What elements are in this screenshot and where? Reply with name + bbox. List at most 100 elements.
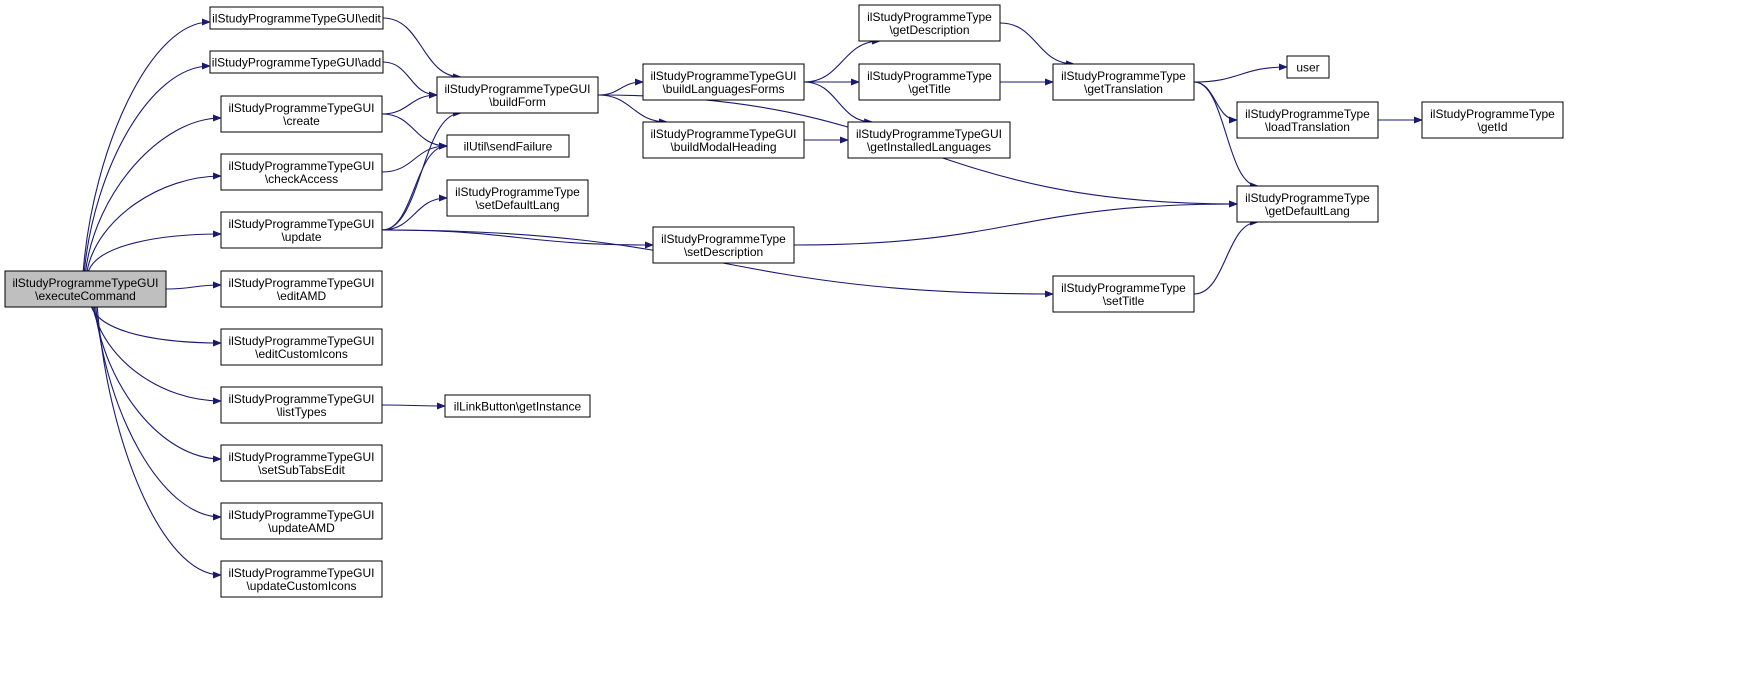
node-label-line: \getTitle	[908, 82, 951, 96]
node-updateAMD[interactable]: ilStudyProgrammeTypeGUI\updateAMD	[220, 502, 383, 540]
node-box	[1236, 185, 1379, 223]
node-label-line: \setTitle	[1103, 294, 1145, 308]
node-checkAccess[interactable]: ilStudyProgrammeTypeGUI\checkAccess	[220, 153, 383, 191]
edge-checkAccess-to-sendFailure	[381, 142, 448, 173]
edge-root-to-editCustomIcons	[90, 306, 222, 347]
edge-root-to-editAMD	[165, 281, 222, 290]
node-loadTranslation[interactable]: ilStudyProgrammeType\loadTranslation	[1236, 101, 1379, 139]
node-root[interactable]: ilStudyProgrammeTypeGUI\executeCommand	[4, 270, 167, 308]
node-label-line: \getDefaultLang	[1265, 204, 1350, 218]
edge-line	[381, 142, 448, 173]
node-create[interactable]: ilStudyProgrammeTypeGUI\create	[220, 95, 383, 133]
edge-line	[90, 306, 222, 347]
node-listTypes[interactable]: ilStudyProgrammeTypeGUI\listTypes	[220, 386, 383, 424]
edge-line	[82, 18, 211, 272]
node-getTitle[interactable]: ilStudyProgrammeType\getTitle	[858, 63, 1001, 101]
edge-update-to-sendFailure	[381, 142, 448, 231]
node-label-line: \listTypes	[276, 405, 326, 419]
node-add[interactable]: ilStudyProgrammeTypeGUI\add	[209, 50, 384, 74]
node-setDescription[interactable]: ilStudyProgrammeType\setDescription	[652, 226, 795, 264]
edge-line	[382, 61, 438, 99]
node-label-line: \setSubTabsEdit	[258, 463, 345, 477]
node-box	[220, 95, 383, 133]
edge-listTypes-to-getInstance	[381, 402, 446, 410]
node-label-line: ilStudyProgrammeTypeGUI	[228, 276, 374, 290]
node-getDefaultLang[interactable]: ilStudyProgrammeType\getDefaultLang	[1236, 185, 1379, 223]
edge-root-to-updateCustomIcons	[96, 306, 222, 579]
node-label-line: ilStudyProgrammeType	[1061, 281, 1186, 295]
node-setDefaultLang[interactable]: ilStudyProgrammeType\setDefaultLang	[446, 179, 589, 217]
node-getId[interactable]: ilStudyProgrammeType\getId	[1421, 101, 1564, 139]
node-label-line: \buildModalHeading	[670, 140, 776, 154]
node-label-line: user	[1296, 61, 1319, 75]
node-buildModalHeading[interactable]: ilStudyProgrammeTypeGUI\buildModalHeadin…	[642, 121, 805, 159]
node-label-line: ilStudyProgrammeTypeGUI	[12, 276, 158, 290]
node-getInstalledLanguages[interactable]: ilStudyProgrammeTypeGUI\getInstalledLang…	[847, 121, 1011, 159]
node-box	[220, 560, 383, 598]
node-label-line: ilStudyProgrammeTypeGUI	[228, 392, 374, 406]
node-label-line: \buildForm	[489, 95, 546, 109]
node-box	[858, 4, 1001, 42]
node-label-line: \setDefaultLang	[475, 198, 559, 212]
edge-create-to-sendFailure	[381, 113, 448, 150]
node-getDescription[interactable]: ilStudyProgrammeType\getDescription	[858, 4, 1001, 42]
node-label-line: ilStudyProgrammeTypeGUI\edit	[212, 12, 381, 26]
node-label-line: ilStudyProgrammeType	[455, 185, 580, 199]
edge-update-to-setDescription	[381, 229, 654, 249]
node-box	[220, 386, 383, 424]
node-setSubTabsEdit[interactable]: ilStudyProgrammeTypeGUI\setSubTabsEdit	[220, 444, 383, 482]
edge-line	[1193, 63, 1288, 83]
edge-root-to-checkAccess	[86, 172, 222, 272]
node-getTranslation[interactable]: ilStudyProgrammeType\getTranslation	[1052, 63, 1195, 101]
node-label-line: ilStudyProgrammeTypeGUI\add	[212, 56, 381, 70]
node-edit[interactable]: ilStudyProgrammeTypeGUI\edit	[209, 6, 384, 30]
node-buildForm[interactable]: ilStudyProgrammeTypeGUI\buildForm	[436, 76, 599, 114]
node-label-line: \buildLanguagesForms	[662, 82, 784, 96]
node-label-line: ilStudyProgrammeTypeGUI	[856, 127, 1002, 141]
node-label-line: ilStudyProgrammeType	[1430, 107, 1555, 121]
edge-line	[803, 37, 882, 83]
node-label-line: \getInstalledLanguages	[867, 140, 991, 154]
node-sendFailure[interactable]: ilUtil\sendFailure	[446, 134, 570, 158]
node-updateCustomIcons[interactable]: ilStudyProgrammeTypeGUI\updateCustomIcon…	[220, 560, 383, 598]
node-label-line: ilStudyProgrammeTypeGUI	[228, 566, 374, 580]
edge-getTranslation-to-loadTranslation	[1193, 81, 1238, 124]
edge-line	[381, 142, 448, 231]
edge-buildLanguagesForms-to-getInstalledLanguages	[803, 81, 874, 126]
node-box	[220, 328, 383, 366]
node-user[interactable]: user	[1286, 55, 1330, 79]
edge-setTitle-to-getDefaultLang	[1193, 218, 1260, 295]
node-editAMD[interactable]: ilStudyProgrammeTypeGUI\editAMD	[220, 270, 383, 308]
node-buildLanguagesForms[interactable]: ilStudyProgrammeTypeGUI\buildLanguagesFo…	[642, 63, 805, 101]
edge-root-to-edit	[82, 18, 211, 272]
edge-line	[93, 306, 222, 463]
edge-line	[381, 229, 654, 249]
node-box	[847, 121, 1011, 159]
node-update[interactable]: ilStudyProgrammeTypeGUI\update	[220, 211, 383, 249]
node-editCustomIcons[interactable]: ilStudyProgrammeTypeGUI\editCustomIcons	[220, 328, 383, 366]
node-label-line: \getId	[1477, 120, 1507, 134]
node-label-line: ilStudyProgrammeType	[1061, 69, 1186, 83]
node-label-line: ilStudyProgrammeTypeGUI	[228, 450, 374, 464]
edge-line	[1193, 81, 1260, 190]
node-getInstance[interactable]: ilLinkButton\getInstance	[444, 394, 591, 418]
edge-add-to-buildForm	[382, 61, 438, 99]
edge-root-to-setSubTabsEdit	[93, 306, 222, 463]
edge-line	[1193, 218, 1260, 295]
edge-line	[803, 81, 874, 126]
edge-line	[381, 91, 438, 115]
edge-root-to-add	[83, 62, 211, 272]
edge-line	[85, 114, 222, 272]
node-box	[220, 153, 383, 191]
edge-buildForm-to-buildLanguagesForms	[597, 78, 644, 96]
edge-line	[381, 113, 448, 150]
node-box	[1421, 101, 1564, 139]
node-label-line: ilStudyProgrammeTypeGUI	[228, 217, 374, 231]
node-label-line: \executeCommand	[35, 289, 136, 303]
edge-line	[96, 306, 222, 579]
edge-line	[86, 172, 222, 272]
node-label-line: ilStudyProgrammeTypeGUI	[228, 101, 374, 115]
node-setTitle[interactable]: ilStudyProgrammeType\setTitle	[1052, 275, 1195, 313]
edge-line	[999, 22, 1076, 68]
node-label-line: ilLinkButton\getInstance	[454, 400, 582, 414]
